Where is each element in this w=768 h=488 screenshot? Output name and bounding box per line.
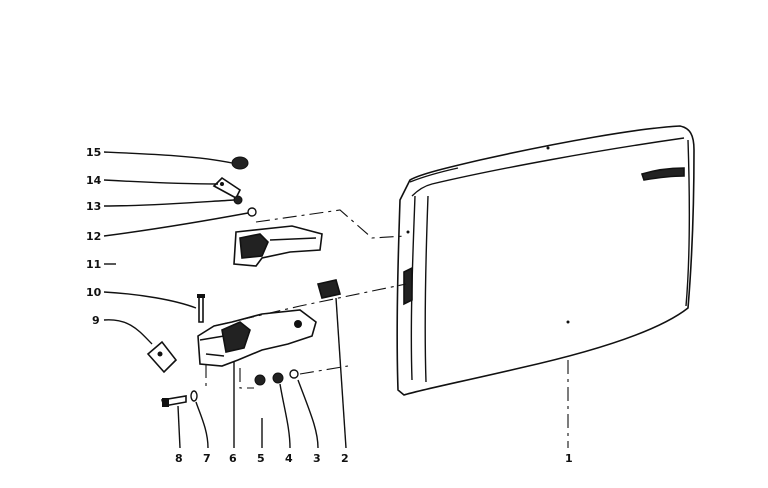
callout-12: 12 [86,230,101,243]
callout-6: 6 [229,452,237,465]
upper-hinge [233,225,323,267]
nut-part-13 [233,195,243,205]
alignment-lines [205,209,569,448]
callout-8: 8 [175,452,183,465]
bolt-part-8 [160,395,187,407]
callout-7: 7 [203,452,211,465]
nut-part-4 [272,372,284,384]
washer-part-7 [190,390,198,402]
washer-part-3 [289,369,299,379]
callout-1: 1 [565,452,573,465]
callout-labels: 15 14 13 12 11 10 9 8 7 6 5 4 3 2 1 [86,146,573,465]
callout-4: 4 [285,452,293,465]
door-shell [396,125,695,396]
callout-15: 15 [86,146,101,159]
callout-3: 3 [313,452,321,465]
clip-part-14 [212,176,242,200]
nut-part-5 [254,374,266,386]
callout-10: 10 [86,286,102,299]
leader-lines [103,151,347,449]
callout-14: 14 [86,174,102,187]
pin-part-10 [197,294,205,323]
cap-part-15 [231,156,249,170]
callout-13: 13 [86,200,101,213]
washer-part-12 [247,207,257,217]
callout-2: 2 [341,452,349,465]
check-strap-part-2 [316,279,342,299]
lower-hinge [197,309,317,367]
callout-5: 5 [257,452,265,465]
callout-9: 9 [92,314,100,327]
bracket-part-9 [146,340,178,374]
callout-11: 11 [86,258,101,271]
